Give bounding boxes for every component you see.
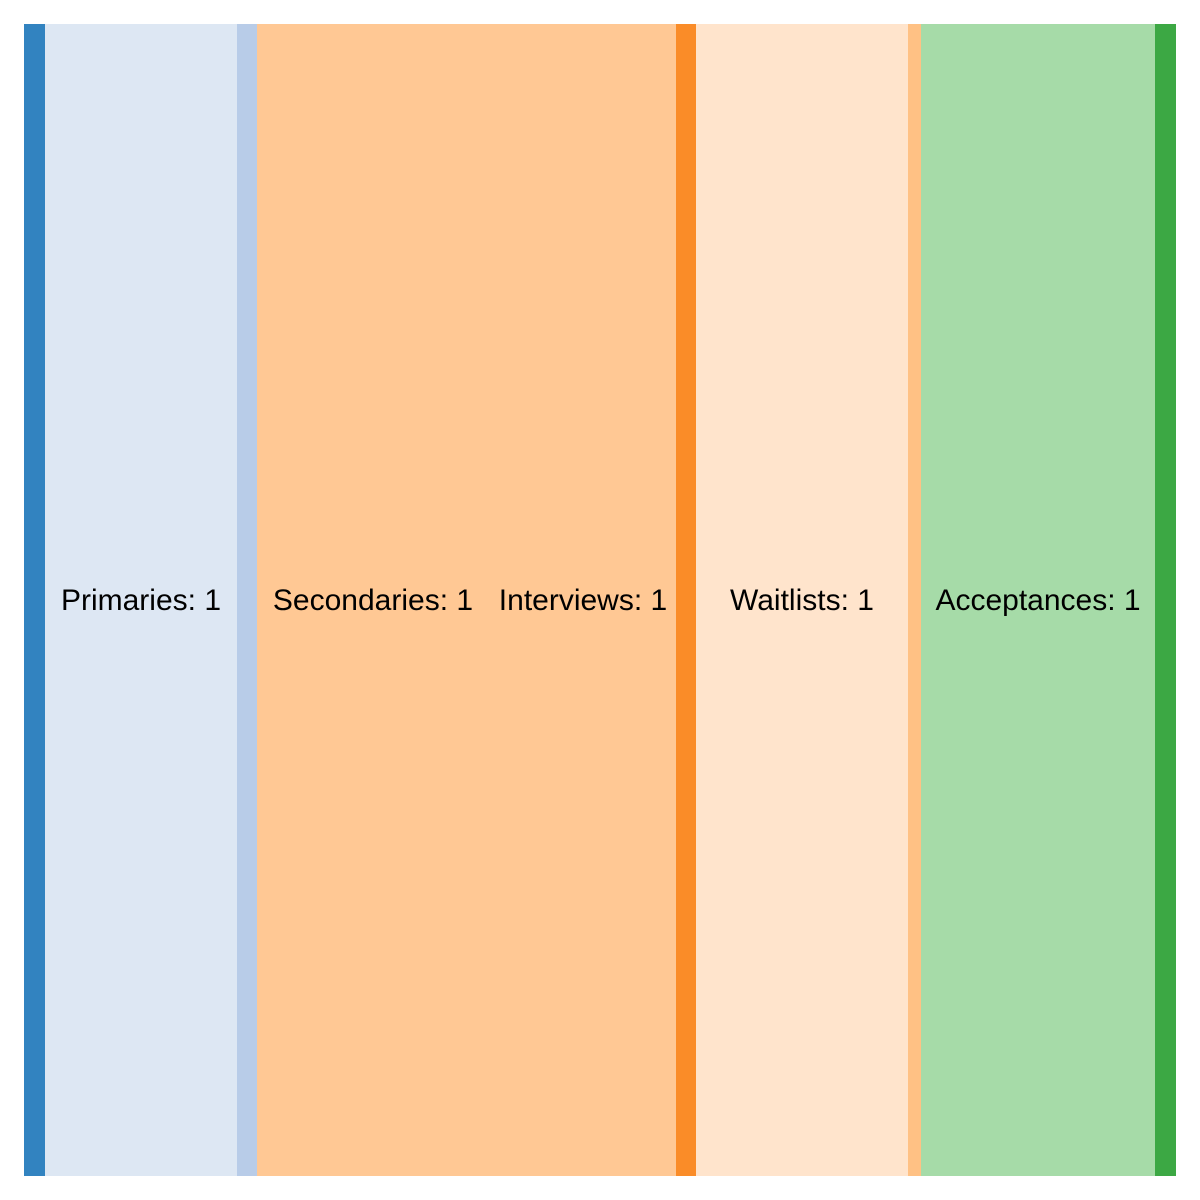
- stage-label: Waitlists: 1: [730, 584, 874, 617]
- node-secondaries-rect[interactable]: [237, 24, 257, 1176]
- stage-label: Interviews: 1: [498, 584, 668, 617]
- stage-label: Primaries: 1: [60, 584, 222, 617]
- node-acceptances-rect[interactable]: [1155, 24, 1176, 1176]
- flow-waitlists-link[interactable]: [696, 24, 908, 1176]
- node-interviews-rect[interactable]: [676, 24, 696, 1176]
- flow-acceptances-link[interactable]: [921, 24, 1155, 1176]
- node-primaries-rect[interactable]: [24, 24, 45, 1176]
- stage-label: Secondaries: 1: [272, 584, 474, 617]
- node-waitlists-rect[interactable]: [908, 24, 921, 1176]
- stage-label: Acceptances: 1: [935, 584, 1141, 617]
- flow-secondaries-interviews-link[interactable]: [257, 24, 676, 1176]
- flow-primaries-link[interactable]: [45, 24, 237, 1176]
